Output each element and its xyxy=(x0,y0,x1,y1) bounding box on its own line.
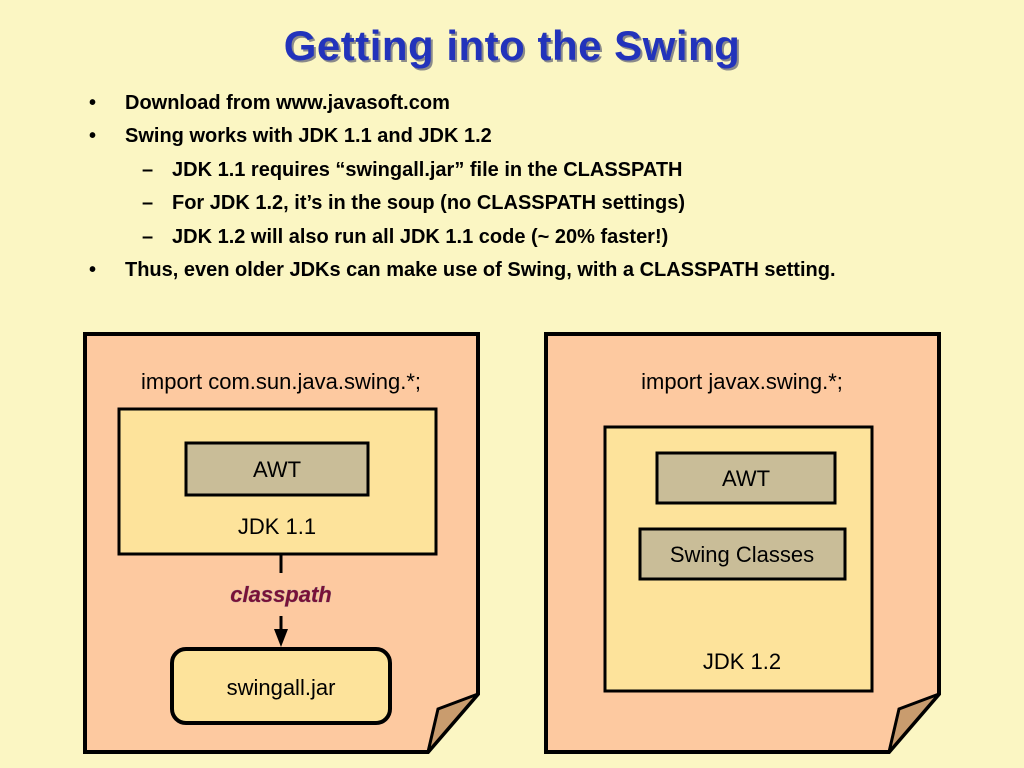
sub-bullet-item: For JDK 1.2, it’s in the soup (no CLASSP… xyxy=(172,192,685,214)
sub-bullet-item: JDK 1.1 requires “swingall.jar” file in … xyxy=(172,159,683,181)
right-document: import javax.swing.*; AWT Swing Classes … xyxy=(544,332,941,754)
right-page-curl xyxy=(887,692,941,753)
sub-bullet-marker: – xyxy=(142,159,154,181)
left-import-text: import com.sun.java.swing.*; xyxy=(141,369,421,394)
jdk11-label: JDK 1.1 xyxy=(238,514,316,539)
right-awt-label: AWT xyxy=(722,466,770,491)
classpath-label: classpath xyxy=(230,582,332,607)
left-awt-box xyxy=(184,441,370,497)
bullet-item: Thus, even older JDKs can make use of Sw… xyxy=(125,259,836,281)
right-awt-box xyxy=(655,451,837,505)
right-import-text: import javax.swing.*; xyxy=(641,369,843,394)
left-document: import com.sun.java.swing.*; AWT JDK 1.1… xyxy=(83,332,480,754)
left-page-curl xyxy=(426,692,480,753)
bullet-marker: • xyxy=(89,259,97,281)
swingall-jar-box xyxy=(170,647,392,725)
sub-bullet-item: JDK 1.2 will also run all JDK 1.1 code (… xyxy=(172,226,669,248)
bullet-marker: • xyxy=(89,125,97,147)
swing-classes-box xyxy=(638,527,847,581)
slide-title: Getting into the Swing xyxy=(283,22,741,69)
bullet-item: Download from www.javasoft.com xyxy=(125,92,450,114)
swing-classes-label: Swing Classes xyxy=(670,542,814,567)
swingall-jar-label: swingall.jar xyxy=(227,675,336,700)
left-awt-label: AWT xyxy=(253,457,301,482)
jdk12-label: JDK 1.2 xyxy=(703,649,781,674)
bullet-marker: • xyxy=(89,92,97,114)
sub-bullet-marker: – xyxy=(142,226,154,248)
arrow-head xyxy=(274,629,288,647)
bullet-item: Swing works with JDK 1.1 and JDK 1.2 xyxy=(125,125,492,147)
sub-bullet-marker: – xyxy=(142,192,154,214)
